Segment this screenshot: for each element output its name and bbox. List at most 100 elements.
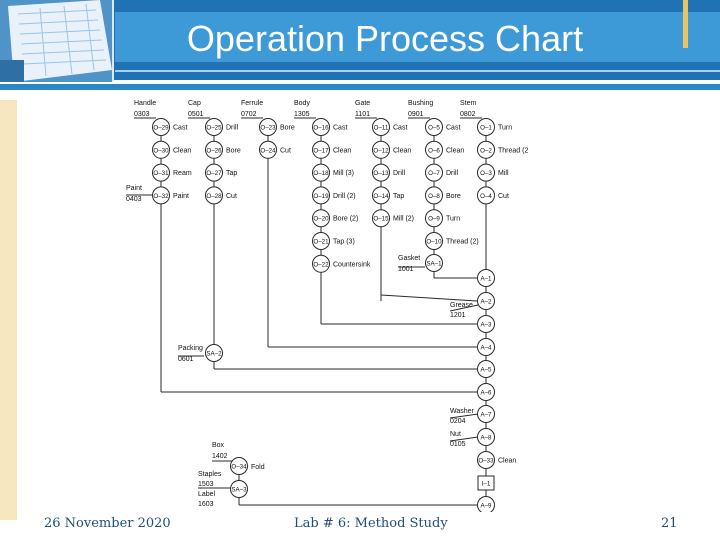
side-input-part-number: 0204	[450, 418, 466, 425]
operation-code: O–22	[313, 261, 329, 268]
operation-circle	[259, 140, 277, 159]
operation-label: Thread (2	[498, 147, 528, 154]
operation-label: Clean	[393, 147, 411, 154]
operation-label: Cast	[446, 125, 460, 132]
operation-code: O–23	[260, 125, 276, 132]
operation-code: O–7	[428, 170, 440, 177]
operation-label: Cut	[226, 193, 237, 200]
assembly-circle	[477, 383, 495, 401]
side-input-part-number: 0601	[178, 356, 194, 363]
component-name: Body	[294, 100, 310, 107]
operation-label: Drill	[393, 170, 405, 177]
assembly-circle	[477, 428, 495, 446]
component-part-number: 1101	[355, 111, 370, 118]
operation-code: O–15	[373, 216, 389, 223]
flow-line	[380, 294, 478, 302]
operation-code: O–9	[428, 216, 440, 223]
operation-label: Paint	[173, 193, 189, 200]
operation-circle	[312, 186, 330, 205]
side-input-name: Gasket	[398, 255, 420, 262]
page-number: 21	[661, 516, 678, 531]
operation-circle	[259, 118, 277, 136]
component-name: Bushing	[408, 100, 433, 107]
operation-circle	[477, 118, 495, 136]
operation-circle	[372, 209, 390, 228]
operation-label: Turn	[498, 125, 512, 132]
component-name: Ferrule	[241, 100, 263, 107]
assembly-circle	[477, 269, 495, 287]
component-part-number: 0303	[134, 111, 150, 118]
operation-code: SA–1	[426, 261, 442, 268]
operation-code: O–28	[206, 193, 222, 200]
operation-code: O–33	[478, 458, 494, 465]
operation-code: O–14	[373, 193, 389, 200]
operation-circle	[425, 118, 443, 136]
assembly-circle	[477, 405, 495, 423]
operation-label: Cast	[173, 125, 187, 132]
operation-circle	[425, 140, 443, 159]
side-input-part-number: 1001	[398, 266, 414, 273]
component-name: Stem	[460, 100, 477, 107]
accent-mark	[683, 0, 688, 48]
operation-code: O–12	[373, 147, 389, 154]
operation-circle	[205, 118, 223, 136]
operation-circle	[372, 140, 390, 159]
operation-label: Ream	[173, 170, 192, 177]
operation-circle	[312, 254, 330, 273]
operation-code: O–2	[480, 147, 492, 154]
operation-code: A–2	[480, 299, 492, 306]
operation-code: A–8	[480, 435, 492, 442]
side-input-part-number: 0105	[450, 441, 466, 448]
operation-circle	[152, 163, 170, 182]
operation-circle	[205, 163, 223, 182]
laptop-screen-image	[0, 0, 114, 82]
assembly-circle	[477, 451, 495, 469]
side-input-name: Grease	[450, 302, 473, 309]
assembly-circle	[477, 338, 495, 356]
operation-label: Drill	[446, 170, 458, 177]
side-input-name: Paint	[126, 185, 142, 192]
operation-label: Tap	[226, 170, 237, 177]
operation-code: O–1	[480, 125, 492, 132]
operation-code: O–25	[206, 125, 222, 132]
operation-circle	[425, 163, 443, 182]
assembly-circle	[477, 315, 495, 333]
operation-circle	[152, 140, 170, 159]
side-input-part-number: 1201	[450, 312, 466, 319]
operation-label: Cut	[498, 193, 509, 200]
operation-circle	[372, 163, 390, 182]
component-name: Handle	[134, 100, 156, 107]
component-part-number: 0702	[241, 111, 257, 118]
operation-label: Mill (3)	[333, 170, 354, 177]
operation-label: Tap (3)	[333, 239, 355, 246]
operation-code: O–34	[231, 464, 247, 471]
operation-label: Cast	[393, 125, 407, 132]
fold-operation-circle	[230, 457, 248, 475]
operation-code: O–26	[206, 147, 222, 154]
inspection-code: I–1	[482, 481, 491, 488]
operation-code: O–31	[153, 170, 169, 177]
operation-code: A–1	[480, 276, 492, 283]
operation-code: O–24	[260, 147, 276, 154]
operation-code: O–10	[426, 239, 442, 246]
flow-line	[449, 413, 479, 419]
component-name: Gate	[355, 100, 370, 107]
header-panel	[115, 12, 720, 62]
operation-code: SA–3	[231, 487, 247, 494]
operation-circle	[477, 163, 495, 182]
slide-title: Operation Process Chart	[186, 18, 584, 59]
header-rule	[115, 70, 720, 72]
operation-label: Countersink	[333, 261, 371, 268]
operation-code: O–29	[153, 125, 169, 132]
operation-code: O–11	[374, 125, 389, 132]
operation-code: O–27	[206, 170, 222, 177]
laptop-screen-graphic	[0, 0, 112, 82]
operation-label: Drill	[226, 125, 238, 132]
operation-label: Turn	[446, 216, 460, 223]
assembly-circle	[477, 496, 495, 512]
operation-circle	[312, 140, 330, 159]
footer-date: 26 November 2020	[44, 516, 171, 531]
operation-circle	[205, 140, 223, 159]
assembly-circle	[477, 360, 495, 378]
